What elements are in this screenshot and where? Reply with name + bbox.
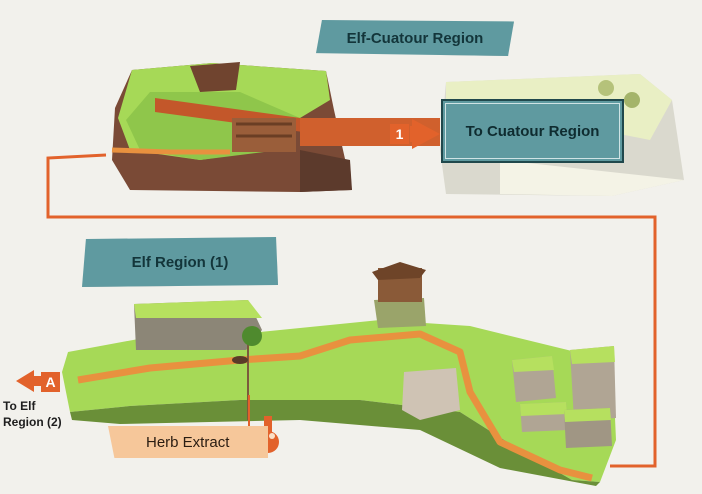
exit-marker-1[interactable]: 1 bbox=[390, 124, 409, 144]
exit-destination-cuatour[interactable]: To Cuatour Region bbox=[441, 99, 624, 163]
route-line bbox=[46, 153, 657, 468]
exit-destination-elf-2: To Elf Region (2) bbox=[3, 398, 93, 430]
exit-label-line-2: Region (2) bbox=[3, 415, 62, 429]
top-island bbox=[111, 62, 352, 192]
exit-marker-a[interactable]: A bbox=[41, 372, 60, 392]
region-title-text: Elf Region (1) bbox=[131, 253, 229, 271]
region-title-elf: Elf Region (1) bbox=[82, 237, 278, 287]
item-label-text: Herb Extract bbox=[146, 433, 230, 451]
elf-island bbox=[62, 262, 616, 486]
exit-destination-label: To Cuatour Region bbox=[465, 122, 600, 140]
region-title-text: Elf-Cuatour Region bbox=[346, 29, 484, 47]
item-label-herb-extract[interactable]: Herb Extract bbox=[108, 426, 268, 458]
arrow-right-icon bbox=[410, 119, 440, 149]
exit-marker-label: 1 bbox=[395, 126, 404, 142]
exit-label-line-1: To Elf bbox=[3, 399, 36, 413]
exit-marker-label: A bbox=[45, 374, 56, 390]
arrow-left-icon bbox=[16, 370, 44, 392]
region-title-elf-cuatour: Elf-Cuatour Region bbox=[316, 20, 514, 56]
